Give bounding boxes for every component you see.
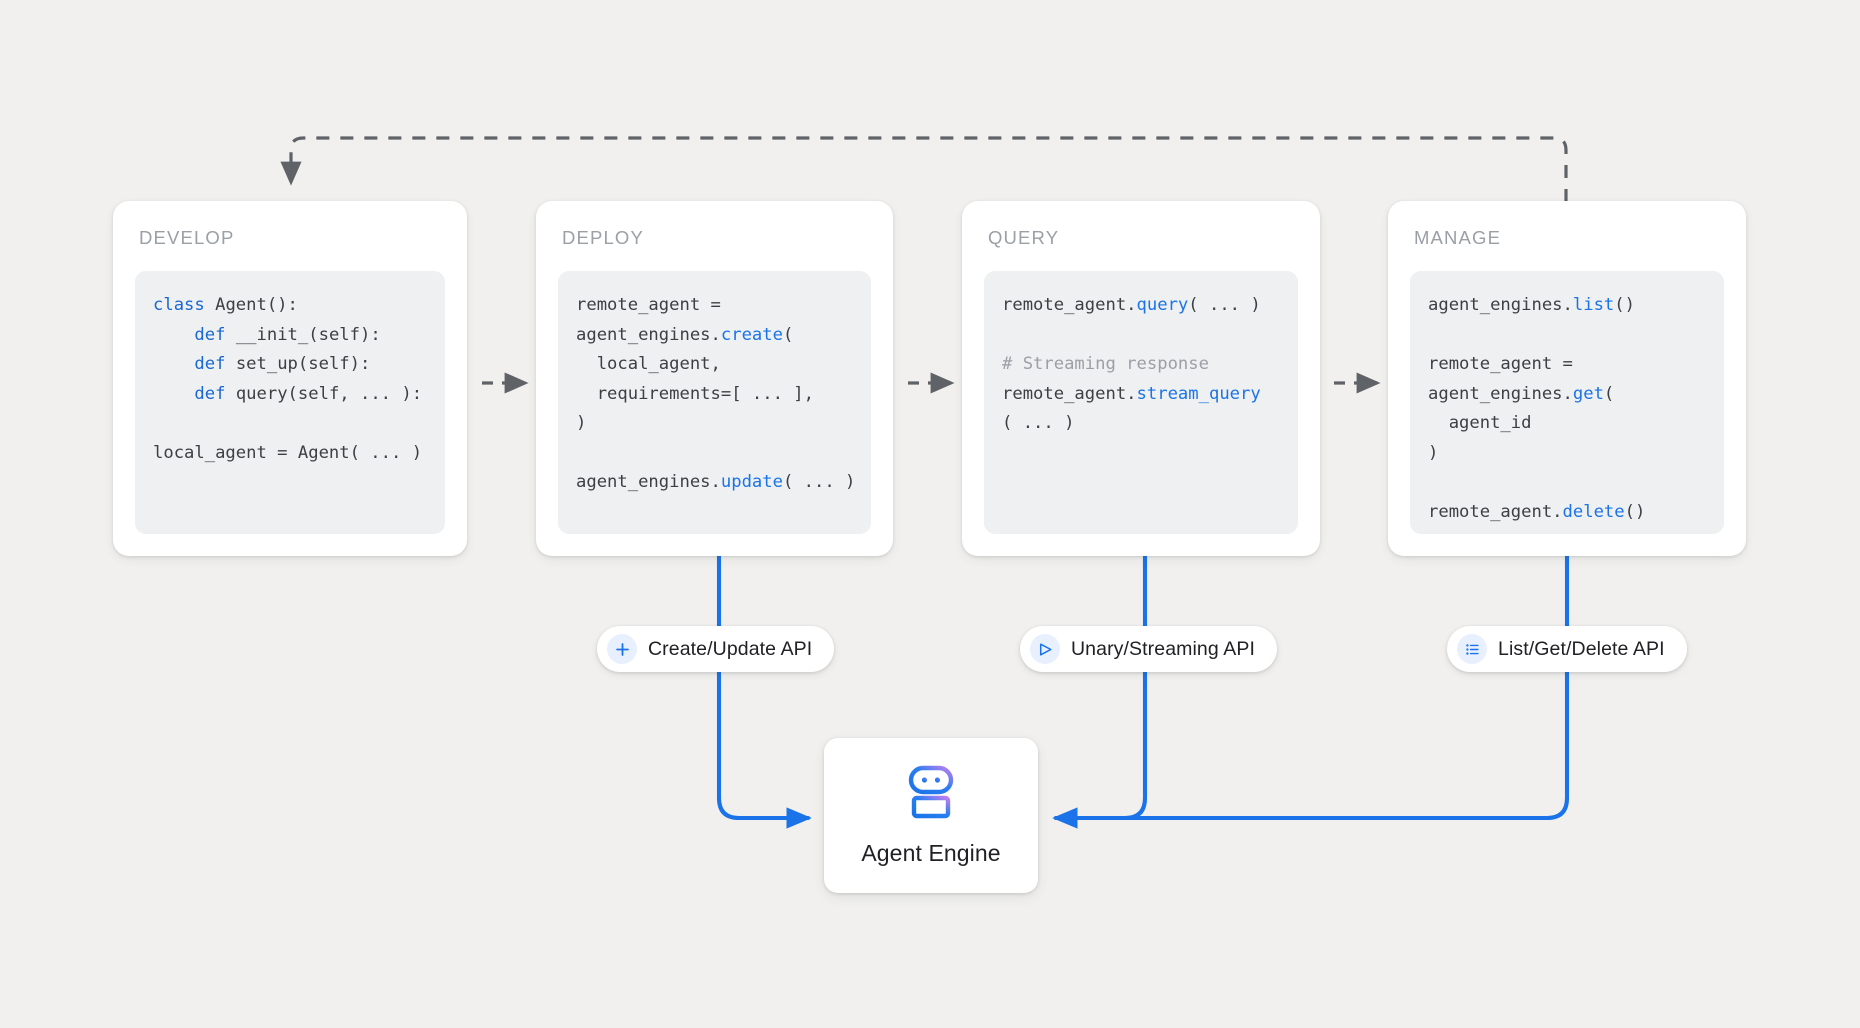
- send-icon: [1030, 634, 1060, 664]
- api-pill-create-update[interactable]: Create/Update API: [597, 626, 835, 672]
- robot-icon: [901, 765, 961, 826]
- code-block-manage: agent_engines.list() remote_agent = agen…: [1410, 271, 1724, 534]
- stage-card-develop[interactable]: DEVELOP class Agent(): def __init_(self)…: [113, 201, 467, 556]
- stage-title-deploy: DEPLOY: [562, 227, 644, 248]
- api-pill-label: Unary/Streaming API: [1071, 637, 1255, 660]
- feedback-dashed-path: [280, 136, 1568, 202]
- api-pill-list-get-delete[interactable]: List/Get/Delete API: [1447, 626, 1687, 672]
- api-wire-manage: [1052, 553, 1570, 829]
- api-pill-unary-streaming[interactable]: Unary/Streaming API: [1020, 626, 1277, 672]
- stage-title-manage: MANAGE: [1414, 227, 1502, 248]
- stage-card-deploy[interactable]: DEPLOY remote_agent = agent_engines.crea…: [536, 201, 893, 556]
- code-block-develop: class Agent(): def __init_(self): def se…: [135, 271, 445, 534]
- agent-engine-node[interactable]: Agent Engine: [824, 738, 1038, 893]
- list-icon: [1457, 634, 1487, 664]
- agent-engine-label: Agent Engine: [861, 839, 1001, 866]
- api-pill-label: Create/Update API: [648, 637, 813, 660]
- api-wire-deploy: [716, 553, 812, 829]
- code-block-deploy: remote_agent = agent_engines.create( loc…: [558, 271, 871, 534]
- plus-icon: [607, 634, 637, 664]
- stage-card-query[interactable]: QUERY remote_agent.query( ... ) # Stream…: [962, 201, 1320, 556]
- api-wire-query: [1053, 553, 1148, 821]
- stage-title-develop: DEVELOP: [139, 227, 235, 248]
- stage-title-query: QUERY: [988, 227, 1060, 248]
- api-pill-label: List/Get/Delete API: [1498, 637, 1665, 660]
- code-block-query: remote_agent.query( ... ) # Streaming re…: [984, 271, 1298, 534]
- stage-card-manage[interactable]: MANAGE agent_engines.list() remote_agent…: [1388, 201, 1746, 556]
